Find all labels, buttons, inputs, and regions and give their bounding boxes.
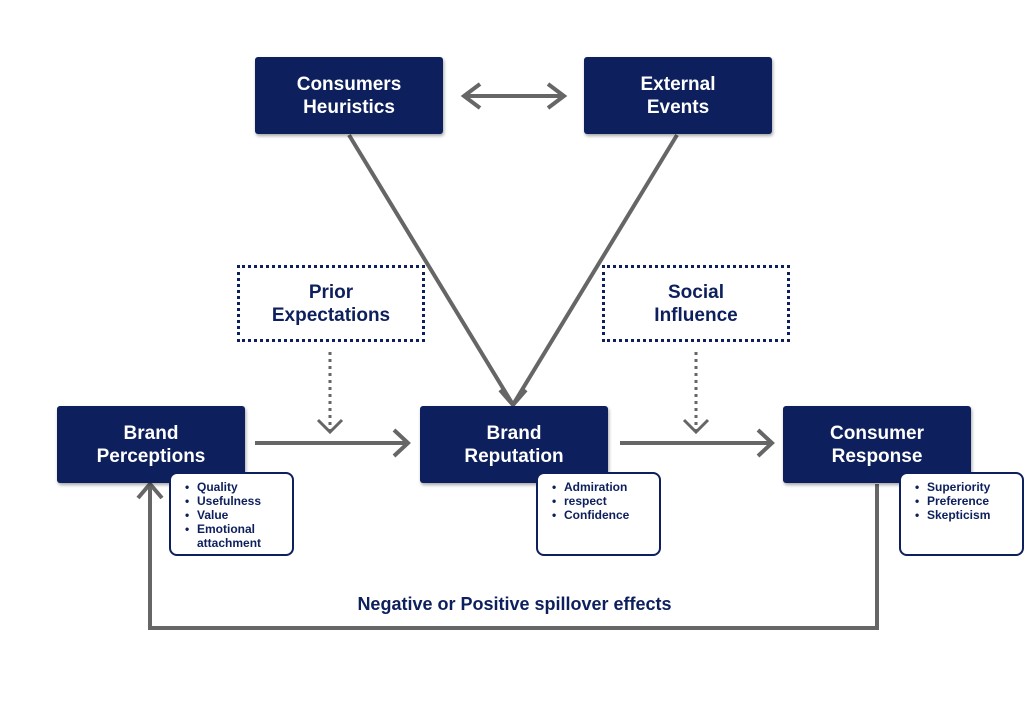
external-events-box: External Events [584, 57, 772, 134]
detail-item: Admiration [552, 480, 653, 494]
perceptions-details-box: Quality Usefulness Value Emotional attac… [169, 472, 294, 556]
consumer-response-box: Consumer Response [783, 406, 971, 483]
detail-item: Value [185, 508, 286, 522]
detail-item: Quality [185, 480, 286, 494]
brand-perceptions-box: Brand Perceptions [57, 406, 245, 483]
consumers-heuristics-box: Consumers Heuristics [255, 57, 443, 134]
spillover-effects-label: Negative or Positive spillover effects [357, 594, 672, 614]
detail-item: Confidence [552, 508, 653, 522]
detail-item: Preference [915, 494, 1016, 508]
detail-item: Skepticism [915, 508, 1016, 522]
reputation-details-box: Admiration respect Confidence [536, 472, 661, 556]
detail-item: Usefulness [185, 494, 286, 508]
heuristics-to-reputation-arrow [347, 133, 514, 405]
detail-item: Emotional attachment [185, 522, 286, 550]
detail-item: Superiority [915, 480, 1016, 494]
brand-reputation-box: Brand Reputation [420, 406, 608, 483]
detail-item: respect [552, 494, 653, 508]
events-to-reputation-arrow [512, 133, 679, 405]
spillover-feedback-arrow [148, 484, 879, 630]
response-details-box: Superiority Preference Skepticism [899, 472, 1024, 556]
prior-expectations-box: Prior Expectations [237, 265, 425, 342]
social-influence-box: Social Influence [602, 265, 790, 342]
